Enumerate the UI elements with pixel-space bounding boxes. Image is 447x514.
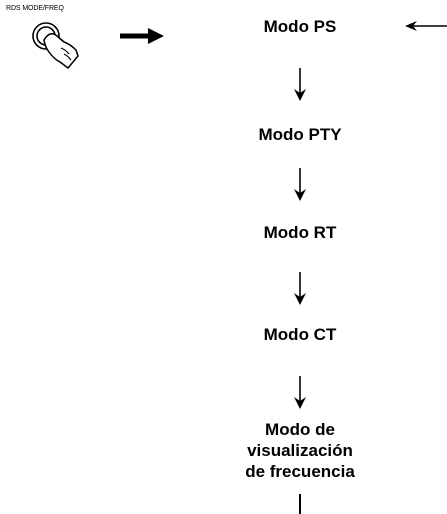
down-arrow-2	[294, 168, 306, 201]
down-arrow-1	[294, 68, 306, 101]
bold-right-arrow	[120, 28, 164, 44]
down-arrow-4	[294, 376, 306, 409]
loop-back-arrow	[405, 21, 447, 31]
mode-ct-label: Modo CT	[263, 325, 337, 344]
hand-pressing-button-icon[interactable]	[20, 14, 100, 74]
rds-mode-freq-label: RDS MODE/FREQ	[6, 5, 64, 12]
continuation-line	[299, 494, 301, 514]
down-arrow-3	[294, 272, 306, 305]
mode-ps-label: Modo PS	[263, 17, 337, 36]
mode-frequency-display-label: Modo de visualización de frecuencia	[245, 420, 355, 481]
mode-pty-label: Modo PTY	[258, 125, 342, 144]
mode-rt-label: Modo RT	[263, 223, 337, 242]
